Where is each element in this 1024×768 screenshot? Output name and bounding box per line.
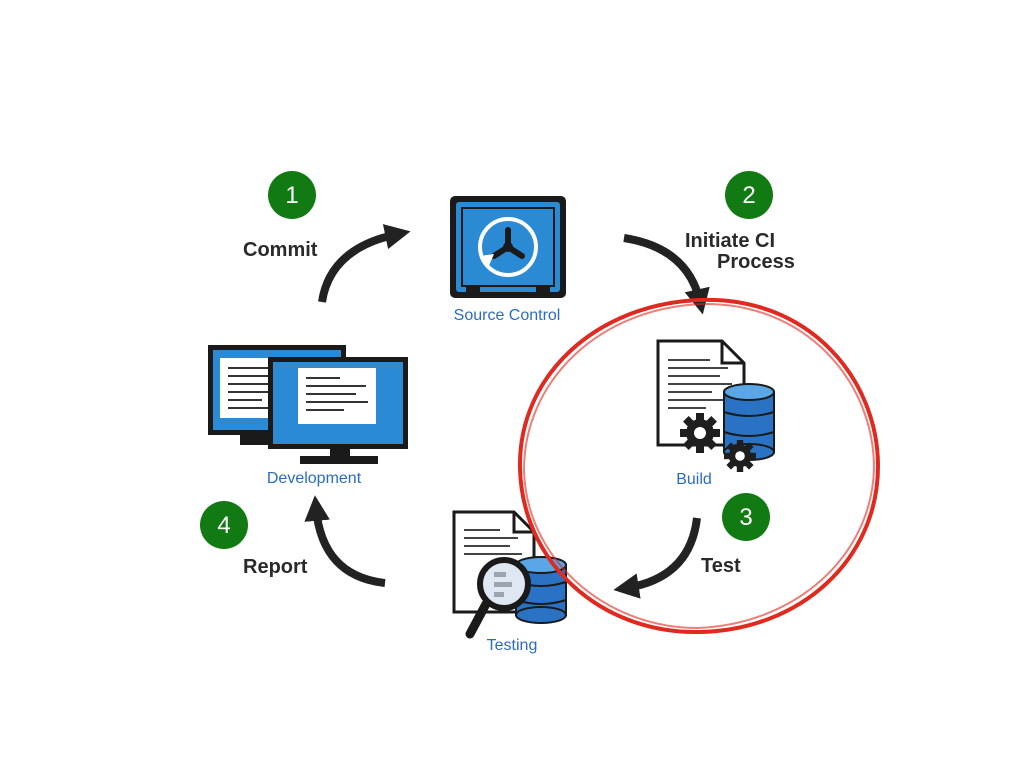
test-label: Test <box>701 555 741 577</box>
report-label: Report <box>243 556 308 578</box>
commit-label: Commit <box>243 239 318 261</box>
step-2-number: 2 <box>742 182 755 209</box>
build-label: Build <box>676 471 712 488</box>
initiate-ci-label-line2: Process <box>717 251 795 273</box>
step-4-badge: 4 <box>200 501 248 549</box>
step-1-number: 1 <box>285 182 298 209</box>
development-label: Development <box>267 470 362 487</box>
vault-icon <box>450 196 566 298</box>
magnifier-database-icon <box>452 510 567 639</box>
test-arrow <box>613 517 701 599</box>
dual-monitor-icon <box>208 345 408 464</box>
build-gears-database-icon <box>656 339 775 472</box>
step-4-number: 4 <box>217 512 230 539</box>
step-3-badge: 3 <box>722 493 770 541</box>
report-arrow <box>304 495 386 587</box>
initiate-ci-arrow <box>623 234 710 315</box>
red-highlight-circle <box>517 297 881 635</box>
initiate-ci-label-line1: Initiate CI <box>685 230 775 252</box>
step-3-number: 3 <box>739 504 752 531</box>
step-2-badge: 2 <box>725 171 773 219</box>
commit-arrow <box>318 224 411 303</box>
testing-label: Testing <box>487 637 538 654</box>
step-1-badge: 1 <box>268 171 316 219</box>
source-control-label: Source Control <box>454 307 561 324</box>
